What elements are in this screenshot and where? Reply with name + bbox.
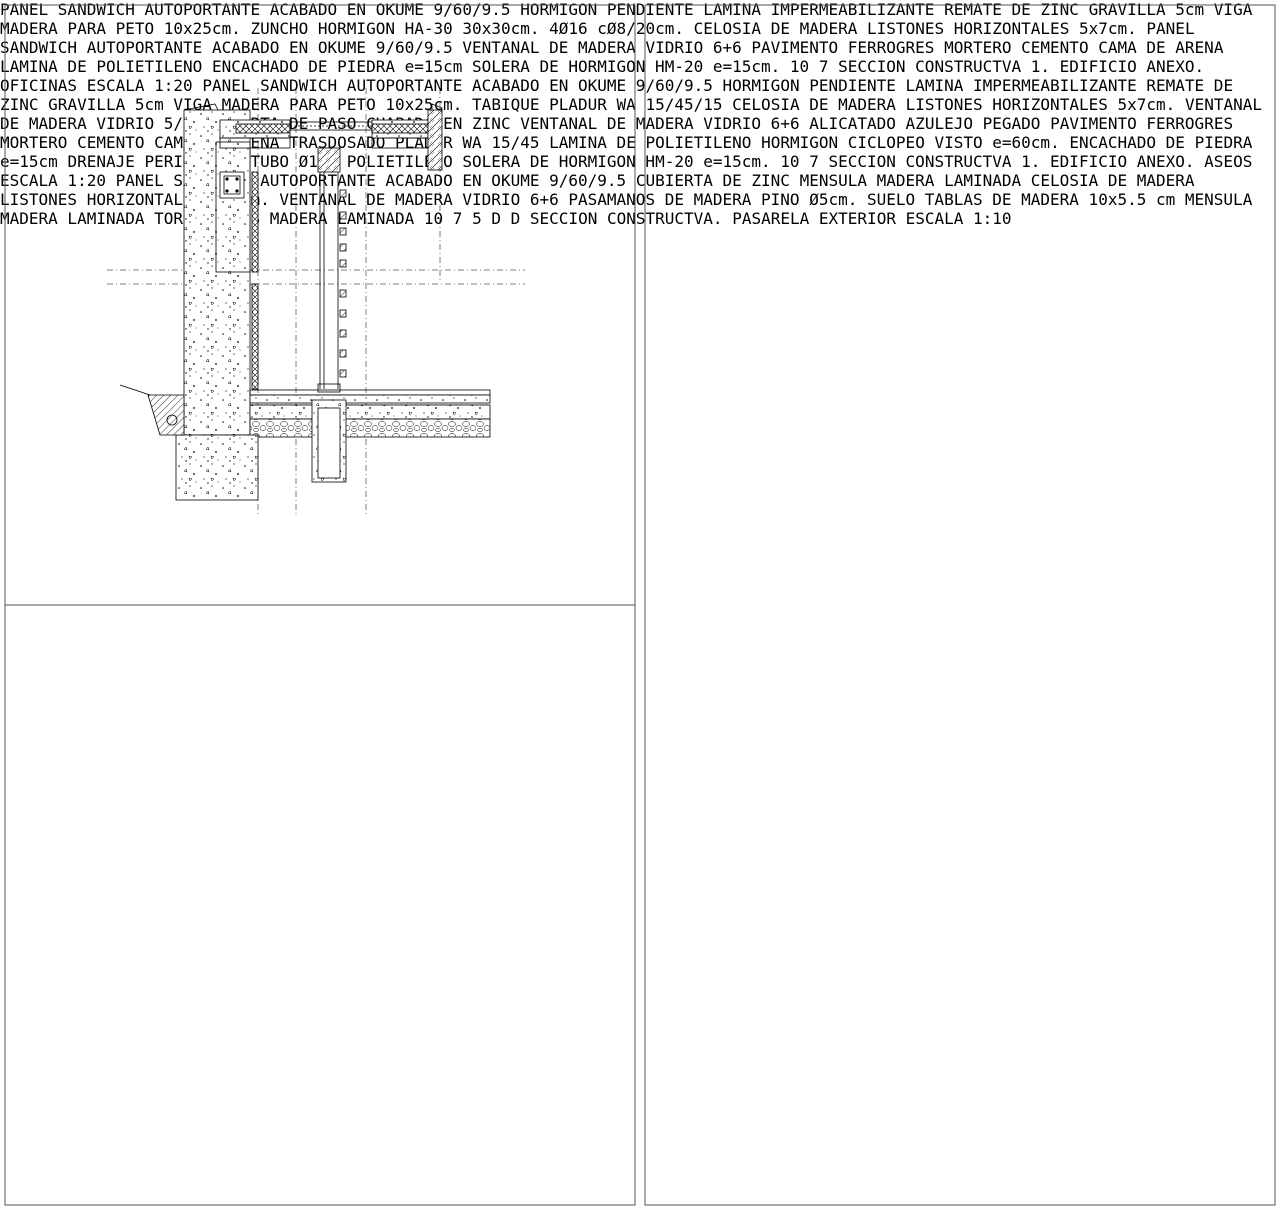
label-viga-madera: VIGA MADERA PARA PETO <box>173 95 376 114</box>
label-lamina-imper: LAMINA IMPERMEABILIZANTE <box>905 76 1137 95</box>
label-gravilla: GRAVILLA 5cm <box>48 95 164 114</box>
label-ventanal-1: VENTANAL DE MADERA <box>0 95 1262 133</box>
dim-7: 7 <box>452 209 463 228</box>
bolt-mark-2: D <box>510 209 521 228</box>
label-pavimento: PAVIMENTO FERROGRES <box>751 38 935 57</box>
label-remate-zinc: REMATE DE ZINC <box>0 76 1234 114</box>
label-mensula-top: MENSULA MADERA LAMINADA <box>799 171 1022 190</box>
bolt-mark-1: D <box>491 209 501 228</box>
dim-5: 5 <box>472 209 482 228</box>
sheet-frames <box>4 4 1276 1206</box>
dim-7: 7 <box>818 57 829 76</box>
title-pasarela: SECCION CONSTRUCTVA. PASARELA EXTERIOR <box>529 209 896 228</box>
label-suelo: SUELO TABLAS DE MADERA 10x5.5 cm <box>867 190 1176 209</box>
label-cama-arena: CAMA DE ARENA <box>1098 38 1224 57</box>
drawing-oficinas <box>107 88 525 515</box>
title-block-oficinas: SECCION CONSTRUCTVA 1. EDIFICIO ANEXO. O… <box>0 57 1204 95</box>
label-tabique: TABIQUE PLADUR WA <box>472 95 636 114</box>
dim-10: 10 <box>423 209 444 228</box>
dim-7: 7 <box>809 152 819 171</box>
label-ciclopeo: HORMIGON CICLOPEO <box>761 133 925 152</box>
label-panel-sandwich: PANEL SANDWICH AUTOPORTANTE <box>202 76 463 95</box>
label-hormigon-pendiente: HORMIGON PENDIENTE <box>722 76 896 95</box>
title-aseos: SECCION CONSTRUCTVA 1. EDIFICIO ANEXO. A… <box>828 152 1253 171</box>
scale-oficinas: ESCALA 1:20 <box>86 76 193 95</box>
label-alicatado: ALICATADO AZULEJO <box>809 114 973 133</box>
label-solera: SOLERA DE HORMIGON HM-20 e=15cm. <box>472 57 781 76</box>
label-solera: SOLERA DE HORMIGON HM-20 e=15cm. <box>462 152 771 171</box>
label-cubierta: CUBIERTA DE ZINC <box>635 171 790 190</box>
label-panel-sandwich-2: PANEL SANDWICH AUTOPORTANTE <box>0 19 1195 57</box>
scale-pasarela: ESCALA 1:10 <box>905 209 1012 228</box>
label-celosia: CELOSIA DE MADERA <box>693 19 858 38</box>
label-zuncho: ZUNCHO HORMIGON <box>250 19 395 38</box>
label-pavimento: PAVIMENTO FERROGRES <box>1050 114 1234 133</box>
label-ventanal: VENTANAL DE MADERA <box>279 190 453 209</box>
label-ventanal: VENTANAL DE MADERA <box>462 38 636 57</box>
title-block-aseos: SECCION CONSTRUCTVA 1. EDIFICIO ANEXO. A… <box>0 152 1252 190</box>
label-polietileno: LAMINA DE POLIETILENO <box>0 57 203 76</box>
title-block-pasarela: SECCION CONSTRUCTVA. PASARELA EXTERIOR E… <box>530 209 1012 228</box>
label-mortero: MORTERO CEMENTO <box>944 38 1089 57</box>
label-mensula-bottom: MENSULA MADERA LAMINADA <box>0 190 1253 228</box>
title-oficinas: SECCION CONSTRUCTVA 1. EDIFICIO ANEXO. O… <box>0 57 1205 95</box>
label-encachado: ENCACHADO DE PIEDRA e=15cm <box>211 57 463 76</box>
label-pasamanos: PASAMANOS DE MADERA PINO Ø5cm. <box>568 190 858 209</box>
dim-10: 10 <box>780 152 800 171</box>
scale-aseos: ESCALA 1:20 <box>0 171 106 190</box>
label-celosia: CELOSIA DE MADERA <box>732 95 896 114</box>
label-polietileno: LAMINA DE POLIETILENO <box>549 133 752 152</box>
label-encachado: ENCACHADO DE PIEDRA e=15cm <box>0 133 1253 171</box>
label-ventanal-2: VENTANAL DE MADERA <box>520 114 694 133</box>
dim-10: 10 <box>789 57 810 76</box>
label-celosia: CELOSIA DE MADERA <box>1030 171 1195 190</box>
label-mortero: MORTERO CEMENTO <box>0 133 145 152</box>
